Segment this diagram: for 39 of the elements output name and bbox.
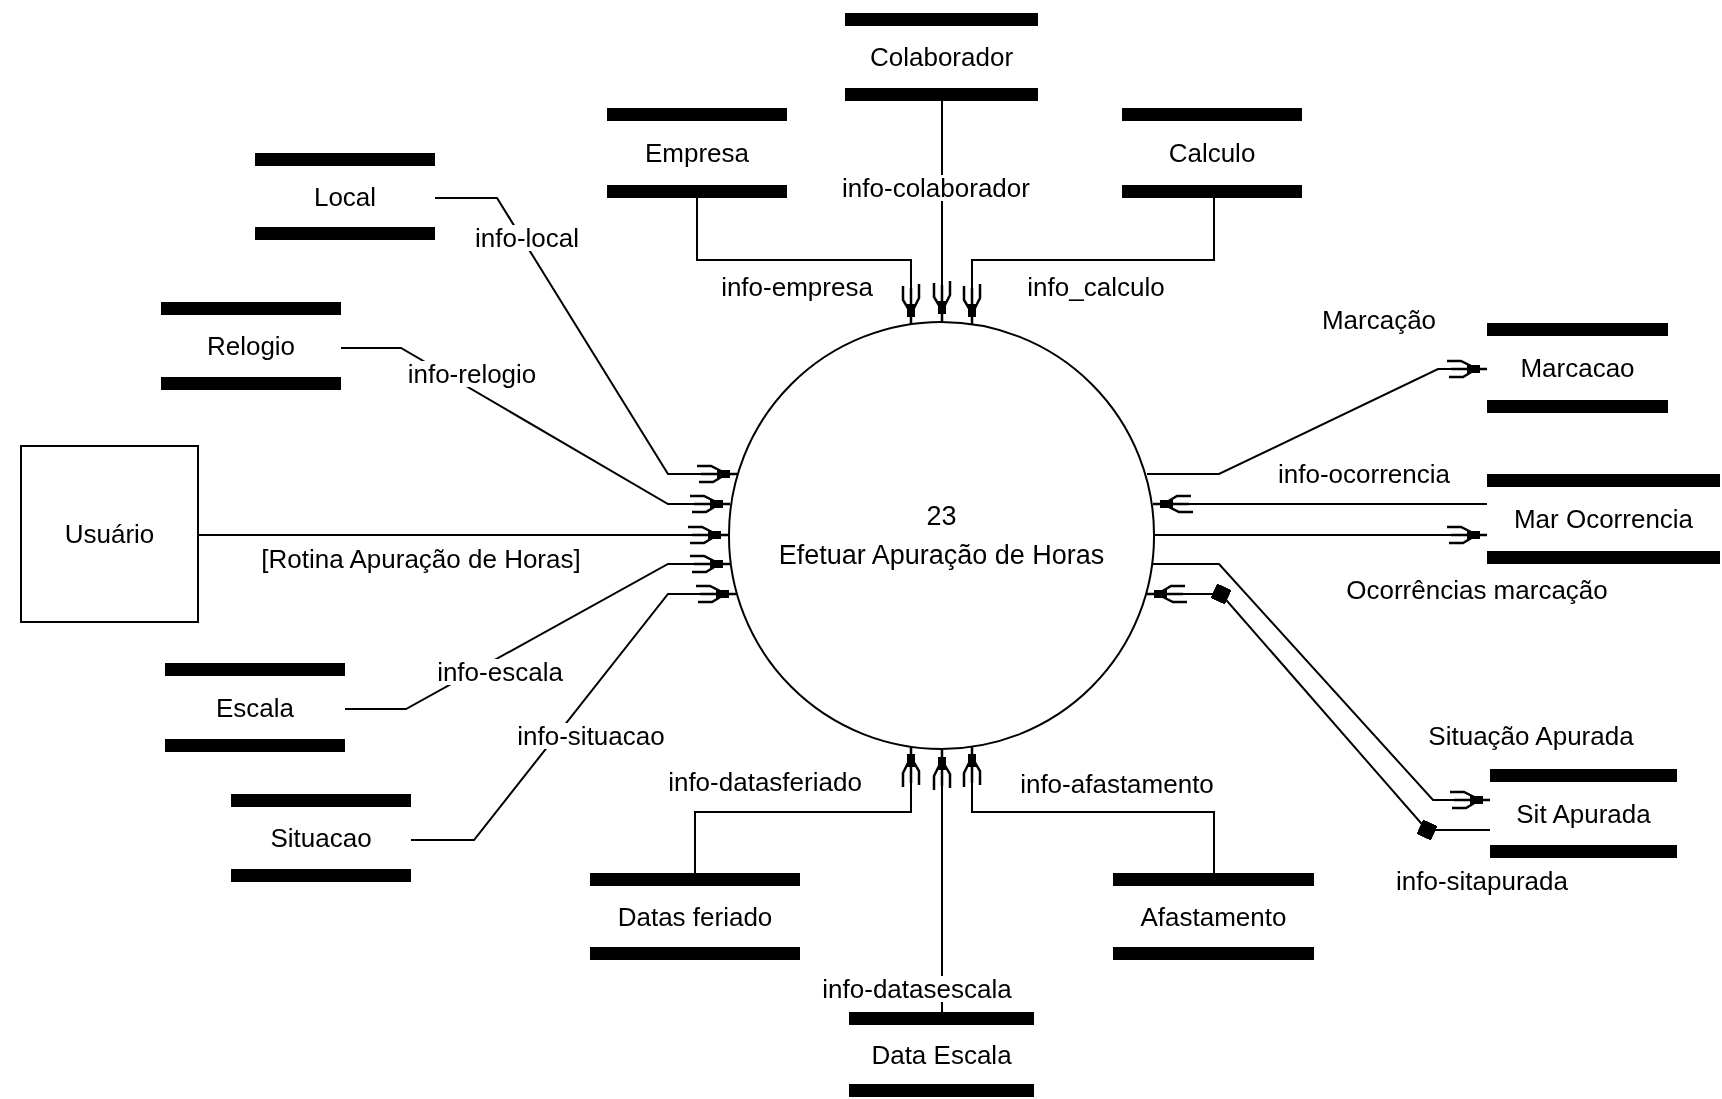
- edge-label: info-situacao: [515, 723, 667, 749]
- data-store: [845, 13, 1038, 101]
- edge-label: info-sitapurada: [1394, 868, 1570, 894]
- process-label: Efetuar Apuração de Horas: [778, 541, 1105, 569]
- data-store: [849, 1012, 1034, 1097]
- store-label: Afastamento: [1140, 903, 1287, 930]
- data-store: [165, 663, 345, 752]
- store-label: Sit Apurada: [1516, 800, 1651, 827]
- entity-label: Usuário: [64, 521, 155, 547]
- edge-label: info_calculo: [1025, 274, 1167, 300]
- store-label: Datas feriado: [617, 903, 773, 930]
- process-number: 23: [926, 502, 957, 530]
- edge-label: info-colaborador: [840, 175, 1032, 201]
- store-label: Data Escala: [871, 1041, 1012, 1068]
- data-store: [590, 873, 800, 960]
- data-store: [1487, 323, 1668, 413]
- store-label: Calculo: [1168, 140, 1256, 166]
- edge-label: info-escala: [435, 659, 565, 685]
- edge-label: info-datasescala: [820, 976, 1014, 1002]
- data-store: [607, 108, 787, 198]
- store-label: Situacao: [270, 825, 372, 851]
- data-store: [1490, 769, 1677, 858]
- edge-label: Ocorrências marcação: [1344, 577, 1610, 603]
- store-label: Colaborador: [869, 44, 1014, 70]
- data-store: [231, 794, 411, 882]
- store-label: Marcacao: [1520, 355, 1635, 381]
- store-label: Empresa: [644, 140, 749, 166]
- data-store: [1113, 873, 1314, 960]
- store-label: Relogio: [206, 333, 296, 359]
- store-label: Mar Ocorrencia: [1513, 506, 1694, 532]
- data-store: [1122, 108, 1302, 198]
- edge-label: Situação Apurada: [1426, 723, 1636, 749]
- external-entity-box: [20, 445, 199, 623]
- store-label: Local: [313, 183, 377, 210]
- data-store: [161, 302, 341, 390]
- data-store: [255, 153, 435, 240]
- store-label: Escala: [215, 694, 294, 721]
- edge-label: info-empresa: [719, 274, 875, 300]
- data-store: [1487, 474, 1720, 564]
